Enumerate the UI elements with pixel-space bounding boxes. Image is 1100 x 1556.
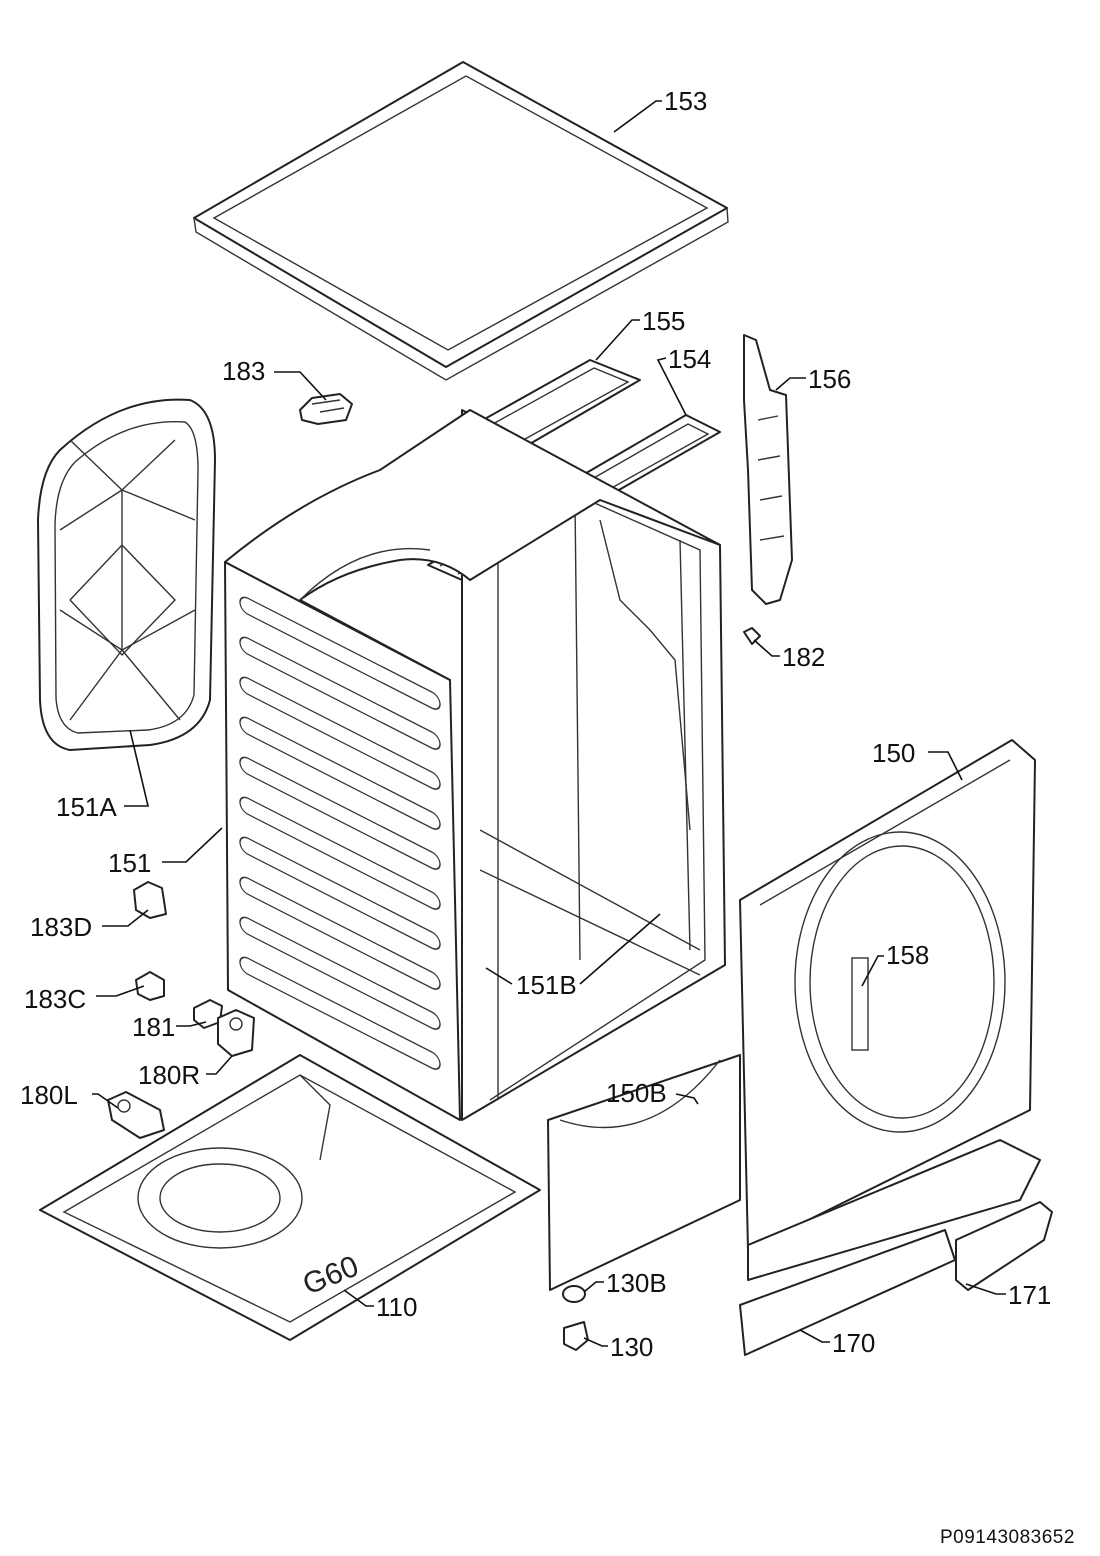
part-nut-130b xyxy=(562,1285,586,1303)
label-183d: 183D xyxy=(30,912,93,942)
leader-156 xyxy=(775,377,806,391)
leader-151b-2 xyxy=(579,913,661,985)
label-130: 130 xyxy=(610,1332,654,1362)
leader-171 xyxy=(965,1283,1006,1295)
part-kick-plate-170 xyxy=(739,1229,956,1356)
leader-153 xyxy=(613,100,662,133)
label-170: 170 xyxy=(832,1328,876,1358)
label-171: 171 xyxy=(1008,1280,1052,1310)
part-handle-171 xyxy=(955,1201,1053,1291)
part-180l xyxy=(107,1091,165,1139)
leader-150b xyxy=(675,1093,699,1105)
label-181: 181 xyxy=(132,1012,176,1042)
leader-180l xyxy=(92,1093,119,1109)
leader-151a xyxy=(124,729,150,807)
leader-158 xyxy=(861,955,884,987)
part-180r xyxy=(217,1009,255,1057)
leader-154 xyxy=(656,357,687,416)
label-182: 182 xyxy=(782,642,826,672)
label-150: 150 xyxy=(872,738,916,768)
part-foot-130 xyxy=(563,1321,589,1351)
part-panel-lower-strip xyxy=(747,1139,1041,1281)
leader-130 xyxy=(583,1337,608,1347)
leader-182 xyxy=(753,639,780,657)
label-110: 110 xyxy=(376,1292,418,1322)
label-150b: 150B xyxy=(606,1078,667,1108)
part-side-panel-151a xyxy=(37,398,216,751)
side-panel-ribs xyxy=(239,596,441,1070)
label-183c: 183C xyxy=(24,984,87,1014)
label-151: 151 xyxy=(108,848,152,878)
leader-180r xyxy=(206,1055,233,1075)
label-183: 183 xyxy=(222,356,266,386)
leader-170 xyxy=(799,1329,830,1343)
leader-183 xyxy=(274,371,327,401)
label-180r: 180R xyxy=(138,1060,201,1090)
part-cabinet-top xyxy=(224,409,721,681)
leader-183d xyxy=(102,909,149,927)
leader-130b xyxy=(583,1281,604,1293)
label-180l: 180L xyxy=(20,1080,78,1110)
part-clip-183c xyxy=(135,971,165,1001)
leader-110 xyxy=(343,1289,374,1307)
panel-radial-ribs xyxy=(59,439,196,721)
label-154: 154 xyxy=(668,344,712,374)
document-code: P09143083652 xyxy=(940,1527,1075,1548)
part-small-182 xyxy=(743,627,761,645)
part-clip-183d xyxy=(133,881,167,919)
label-151a: 151A xyxy=(56,792,117,822)
part-foam-sheet-150b xyxy=(547,1054,741,1291)
part-side-panel-151 xyxy=(224,561,461,1121)
part-side-bracket-156 xyxy=(743,334,793,605)
leader-151b xyxy=(485,967,513,985)
leader-155 xyxy=(595,319,640,361)
part-base-plate-110: G60 xyxy=(39,1054,541,1341)
label-156: 156 xyxy=(808,364,852,394)
leader-151 xyxy=(162,827,223,863)
label-158: 158 xyxy=(886,940,930,970)
label-130b: 130B xyxy=(606,1268,667,1298)
leader-lines xyxy=(92,100,1006,1347)
leader-150 xyxy=(928,751,963,781)
leader-181 xyxy=(176,1021,207,1027)
label-153: 153 xyxy=(664,86,708,116)
part-clip-183 xyxy=(299,393,353,425)
part-front-panel-150 xyxy=(739,739,1036,1251)
label-151b: 151B xyxy=(516,970,577,1000)
leader-183c xyxy=(96,985,145,997)
label-155: 155 xyxy=(642,306,686,336)
part-top-lid xyxy=(193,61,729,381)
